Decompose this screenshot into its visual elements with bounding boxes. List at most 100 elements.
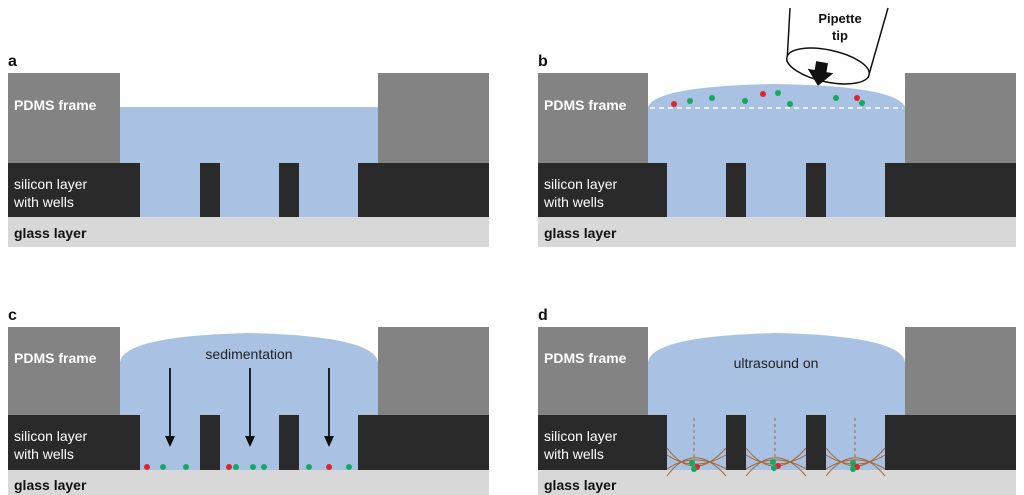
silicon-right-a [358,163,489,217]
cell-green [833,95,839,101]
pdms-frame-right-b [905,73,1016,163]
pdms-frame-left-b [538,73,648,163]
acoustic-wave-line [666,454,727,465]
panel-d: d PDMS frame silicon layer with wells gl… [538,307,1016,495]
cell-green [787,101,793,107]
pdms-frame-right-c [378,327,489,415]
cell-green [687,98,693,104]
acoustic-wave-line [745,459,807,470]
cell-green [261,464,267,470]
cells-settled-c [144,464,352,470]
cell-green [859,100,865,106]
cell-green [850,460,856,466]
glass-layer-c [8,470,489,495]
cell-green [160,464,166,470]
cell-green [183,464,189,470]
cell-green [850,466,856,472]
silicon-pillar-1-c [200,415,220,470]
cell-red [854,95,860,101]
pipette-label-2: tip [832,28,848,43]
silicon-label-b-2: with wells [543,194,604,210]
pdms-label-b: PDMS frame [544,97,627,113]
silicon-left-b [538,163,667,217]
silicon-label-a-1: silicon layer [14,176,87,192]
silicon-left-d [538,415,667,470]
pdms-frame-right-a [378,73,489,163]
pipette-wall-left [786,7,791,63]
panel-letter-a: a [8,53,17,70]
cells-suspended-b [671,90,865,107]
pipette-arrow-icon [807,61,834,86]
cell-red [144,464,150,470]
panel-letter-c: c [8,307,17,324]
ultrasound-label: ultrasound on [734,355,819,371]
pdms-frame-left-a [8,73,120,163]
silicon-right-b [885,163,1016,217]
silicon-pillar-2-b [806,163,826,217]
pdms-label-c: PDMS frame [14,350,97,366]
glass-label-a: glass layer [14,225,87,241]
cell-green [250,464,256,470]
cell-green [742,98,748,104]
sedimentation-label: sedimentation [205,346,292,362]
acoustic-wave-line [825,459,886,470]
cells-trapped-d [689,459,860,472]
glass-label-c: glass layer [14,477,87,493]
pdms-label-a: PDMS frame [14,97,97,113]
cell-red [760,91,766,97]
cell-green [691,466,697,472]
silicon-pillar-2-c [279,415,299,470]
silicon-right-c [358,415,489,470]
acoustic-wave-line [666,459,727,470]
glass-layer-a [8,217,489,247]
pipette-label-1: Pipette [818,11,861,26]
cell-green [306,464,312,470]
panel-a: a PDMS frame silicon layer with wells gl… [8,53,489,247]
cell-green [689,460,695,466]
arrow-down-icon [324,436,334,447]
pdms-label-d: PDMS frame [544,350,627,366]
glass-label-b: glass layer [544,225,617,241]
cell-green [775,90,781,96]
silicon-left-c [8,415,140,470]
silicon-pillar-2-a [279,163,299,217]
silicon-label-d-2: with wells [543,446,604,462]
glass-layer-b [538,217,1016,247]
liquid-a [120,107,378,217]
acoustic-wave-line [825,457,886,477]
acoustic-wave-line [666,457,727,477]
arrow-down-icon [165,436,175,447]
cell-green [709,95,715,101]
panel-c: c PDMS frame silicon layer with wells gl… [8,307,489,495]
glass-label-d: glass layer [544,477,617,493]
cell-green [346,464,352,470]
silicon-left-a [8,163,140,217]
silicon-pillar-1-a [200,163,220,217]
panel-b: b PDMS frame silicon layer with wells gl… [538,7,1016,247]
silicon-right-d [885,415,1016,470]
cell-red [226,464,232,470]
cell-green [233,464,239,470]
cell-red [671,101,677,107]
silicon-label-c-1: silicon layer [14,428,87,444]
pdms-frame-left-c [8,327,120,415]
silicon-label-b-1: silicon layer [544,176,617,192]
panel-letter-d: d [538,307,548,324]
liquid-c [120,333,378,470]
silicon-pillar-2-d [806,415,826,470]
silicon-label-d-1: silicon layer [544,428,617,444]
pipette-opening [786,47,870,85]
cell-red [326,464,332,470]
silicon-label-c-2: with wells [13,446,74,462]
panel-letter-b: b [538,53,548,70]
pdms-frame-left-d [538,327,648,415]
silicon-pillar-1-d [726,415,746,470]
pipette-wall-right [867,7,889,79]
liquid-b [648,84,905,217]
pipette-tip: Pipette tip [786,7,889,86]
sedimentation-arrows [165,368,334,447]
acoustic-wave-line [745,454,807,465]
cell-green [771,465,777,471]
silicon-pillar-1-b [726,163,746,217]
silicon-label-a-2: with wells [13,194,74,210]
